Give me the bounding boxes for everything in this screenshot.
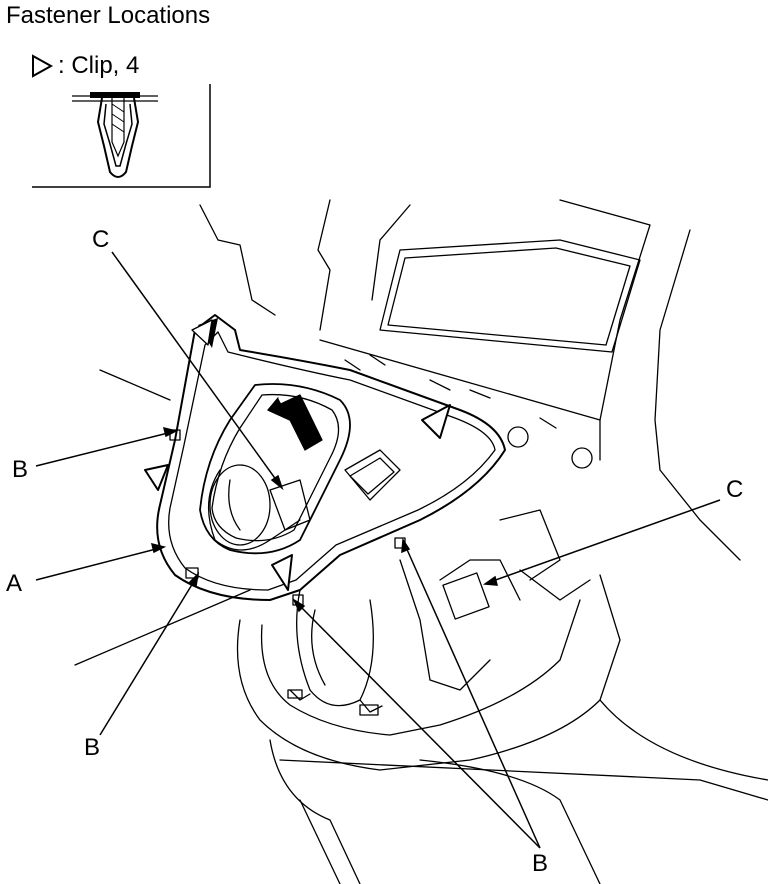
- callout-c-right: C: [726, 476, 744, 503]
- legend-text: : Clip, 4: [58, 52, 140, 79]
- clip-triangle-icon: [32, 54, 54, 78]
- callout-b-bottom-left: B: [84, 734, 101, 761]
- legend: : Clip, 4: [30, 52, 139, 80]
- callout-a-left: A: [6, 570, 23, 597]
- callout-b-left: B: [12, 456, 29, 483]
- callout-c-top: C: [92, 226, 110, 253]
- callout-b-bottom: B: [532, 850, 549, 877]
- clip-detail-inset: [32, 84, 211, 188]
- diagram-title: Fastener Locations: [6, 2, 211, 29]
